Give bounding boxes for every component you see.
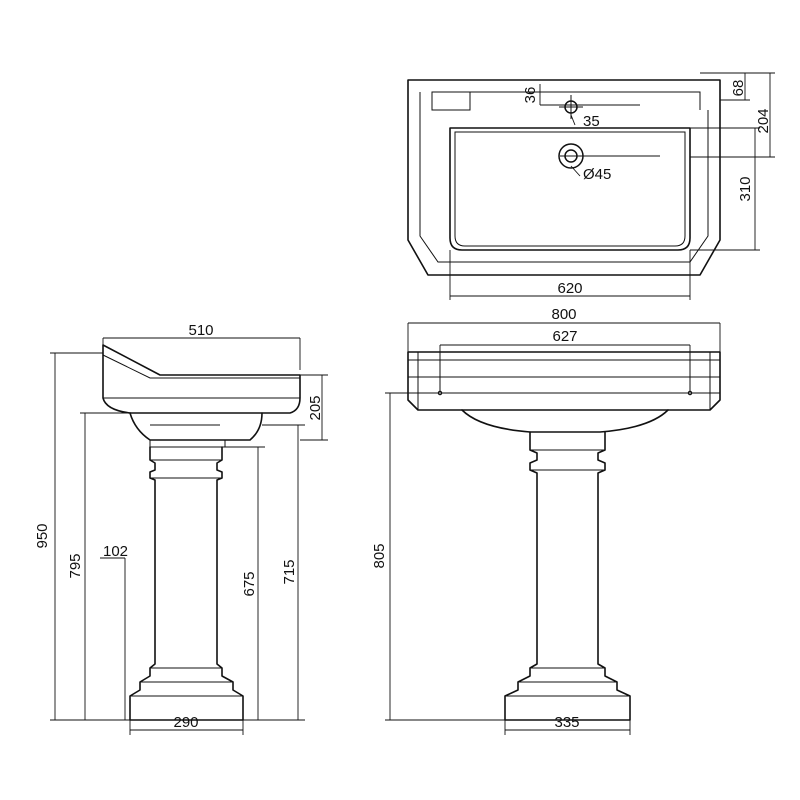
side-front-height-label: 795 [67, 553, 84, 578]
front-base-width-label: 335 [554, 714, 579, 731]
side-base-width-label: 290 [173, 714, 198, 731]
front-rim-height-label: 805 [371, 543, 388, 568]
side-pedestal-height-label: 675 [241, 571, 258, 596]
front-fixing-centres-label: 627 [552, 328, 577, 345]
plan-bowl-width-label: 620 [557, 280, 582, 297]
front-width-label: 800 [551, 306, 576, 323]
side-total-height-label: 950 [34, 523, 51, 548]
side-view: 510 950 205 795 102 675 715 290 [34, 322, 328, 735]
plan-depth-label: 204 [755, 108, 772, 133]
plan-rim-back-label: 68 [730, 80, 747, 97]
side-trap-height-label: 102 [103, 543, 128, 560]
plan-tap-to-back-label: 36 [522, 87, 539, 104]
side-underside-height-label: 715 [281, 559, 298, 584]
plan-view: 204 68 36 35 Ø45 310 620 [407, 72, 775, 300]
plan-bowl-depth-label: 310 [737, 176, 754, 201]
side-depth-label: 510 [188, 322, 213, 339]
front-view: 800 627 805 335 [371, 306, 721, 735]
side-basin-height-label: 205 [307, 395, 324, 420]
plan-waste-diameter-label: Ø45 [583, 166, 611, 183]
plan-tap-to-waste-label: 35 [583, 113, 600, 130]
